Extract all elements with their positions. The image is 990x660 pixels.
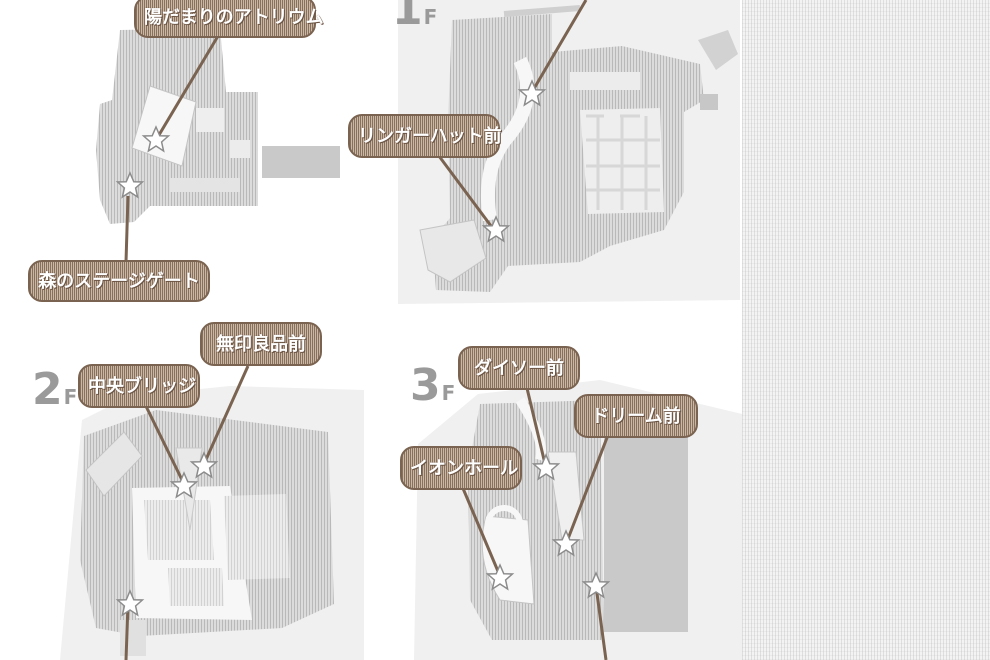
floor-unit: F: [423, 5, 438, 29]
scanned-margin: [742, 0, 990, 660]
floor-unit: F: [63, 385, 78, 409]
floor-map-2f: [60, 365, 364, 660]
star-icon[interactable]: [581, 571, 611, 599]
floor-tag-1f: 1F: [392, 0, 437, 32]
spot-label-stage-gate[interactable]: 森のステージゲート: [28, 260, 210, 302]
leader-line: [140, 397, 186, 485]
floor-number: 1: [392, 0, 423, 35]
spot-label-atrium[interactable]: 陽だまりのアトリウム: [134, 0, 324, 38]
leader-line: [564, 429, 612, 545]
star-icon[interactable]: [141, 125, 171, 153]
spot-label-ringer-hut[interactable]: リンガーハット前: [348, 114, 502, 158]
star-icon[interactable]: [517, 79, 547, 107]
star-icon[interactable]: [481, 215, 511, 243]
spot-markers: [115, 79, 611, 617]
leader-line: [460, 485, 502, 577]
floor-tag-3f: 3F: [410, 364, 455, 408]
leader-line: [524, 383, 548, 469]
floor-unit: F: [441, 381, 456, 405]
star-icon[interactable]: [551, 529, 581, 557]
spot-label-dream[interactable]: ドリーム前: [574, 394, 698, 438]
floor-number: 2: [32, 364, 63, 415]
spot-label-aeon-hall[interactable]: イオンホール: [400, 446, 522, 490]
leader-line: [124, 603, 130, 660]
leader-line: [124, 195, 130, 263]
spot-label-daiso[interactable]: ダイソー前: [458, 346, 580, 390]
star-icon[interactable]: [485, 563, 515, 591]
leader-line: [154, 35, 220, 141]
floor-tag-2f: 2F: [32, 368, 77, 412]
leader-line: [434, 151, 496, 231]
star-icon[interactable]: [115, 171, 145, 199]
star-icon[interactable]: [531, 453, 561, 481]
spot-label-central-bridge[interactable]: 中央ブリッジ: [78, 364, 200, 408]
star-icon[interactable]: [115, 589, 145, 617]
star-icon[interactable]: [169, 471, 199, 499]
floor-map-1f: [398, 0, 740, 304]
leader-line: [594, 585, 608, 660]
leader-line: [530, 0, 588, 93]
star-icon[interactable]: [189, 451, 219, 479]
leader-line: [202, 365, 250, 465]
floor-number: 3: [410, 360, 441, 411]
spot-label-muji[interactable]: 無印良品前: [200, 322, 322, 366]
floor-map-upper-left: [96, 28, 340, 263]
